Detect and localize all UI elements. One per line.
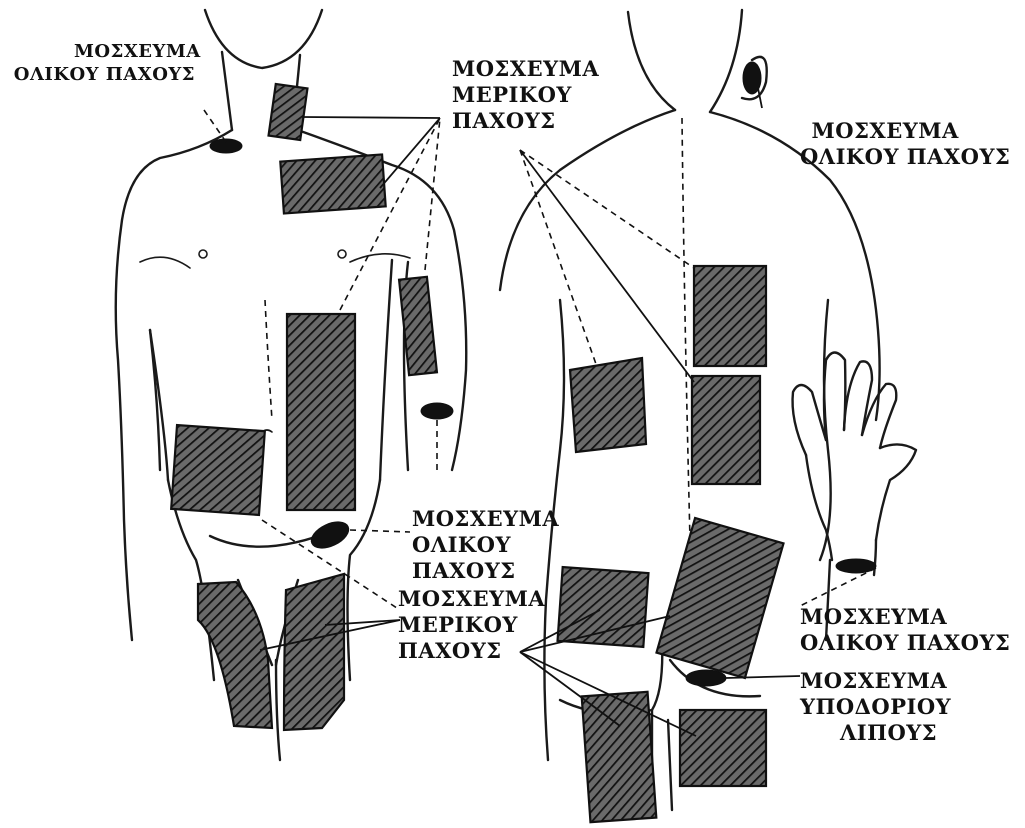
neck-graft xyxy=(269,84,308,140)
label-full-thickness-ear: ΜΟΣΧΕΥΜΑ ΟΛΙΚΟΥ ΠΑΧΟΥΣ xyxy=(760,118,1010,170)
abdomen-graft xyxy=(287,314,355,510)
label-full-thickness-neck: ΜΟΣΧΕΥΜΑ ΟΛΙΚΟΥ ΠΑΧΟΥΣ xyxy=(66,40,201,86)
hand-outline xyxy=(793,353,916,641)
lower-back-graft xyxy=(656,518,783,678)
chest-graft xyxy=(280,155,385,214)
thigh-right-graft xyxy=(284,574,344,730)
buttock-graft xyxy=(558,567,649,647)
mid-back-graft xyxy=(692,376,760,484)
flank-graft xyxy=(171,425,265,515)
flank-back-graft xyxy=(570,358,646,452)
groin-full-graft xyxy=(307,517,353,554)
thigh-left-graft xyxy=(198,582,272,728)
elbow-full-graft xyxy=(421,403,453,419)
label-subcutaneous-fat: ΜΟΣΧΕΥΜΑ ΥΠΟΔΟΡΙΟΥ ΛΙΠΟΥΣ xyxy=(800,668,951,746)
label-full-thickness-wrist: ΜΟΣΧΕΥΜΑ ΟΛΙΚΟΥ ΠΑΧΟΥΣ xyxy=(800,604,1010,656)
posterior-thigh-right-graft xyxy=(680,710,766,786)
wrist-full-graft xyxy=(836,559,876,573)
label-full-thickness-groin: ΜΟΣΧΕΥΜΑ ΟΛΙΚΟΥ ΠΑΧΟΥΣ xyxy=(412,506,559,584)
label-partial-thickness-top: ΜΟΣΧΕΥΜΑ ΜΕΡΙΚΟΥ ΠΑΧΟΥΣ xyxy=(452,56,599,134)
label-partial-thickness-mid: ΜΟΣΧΕΥΜΑ ΜΕΡΙΚΟΥ ΠΑΧΟΥΣ xyxy=(398,586,545,664)
upper-back-graft xyxy=(694,266,766,366)
gluteal-fold-fat-graft xyxy=(686,670,726,686)
